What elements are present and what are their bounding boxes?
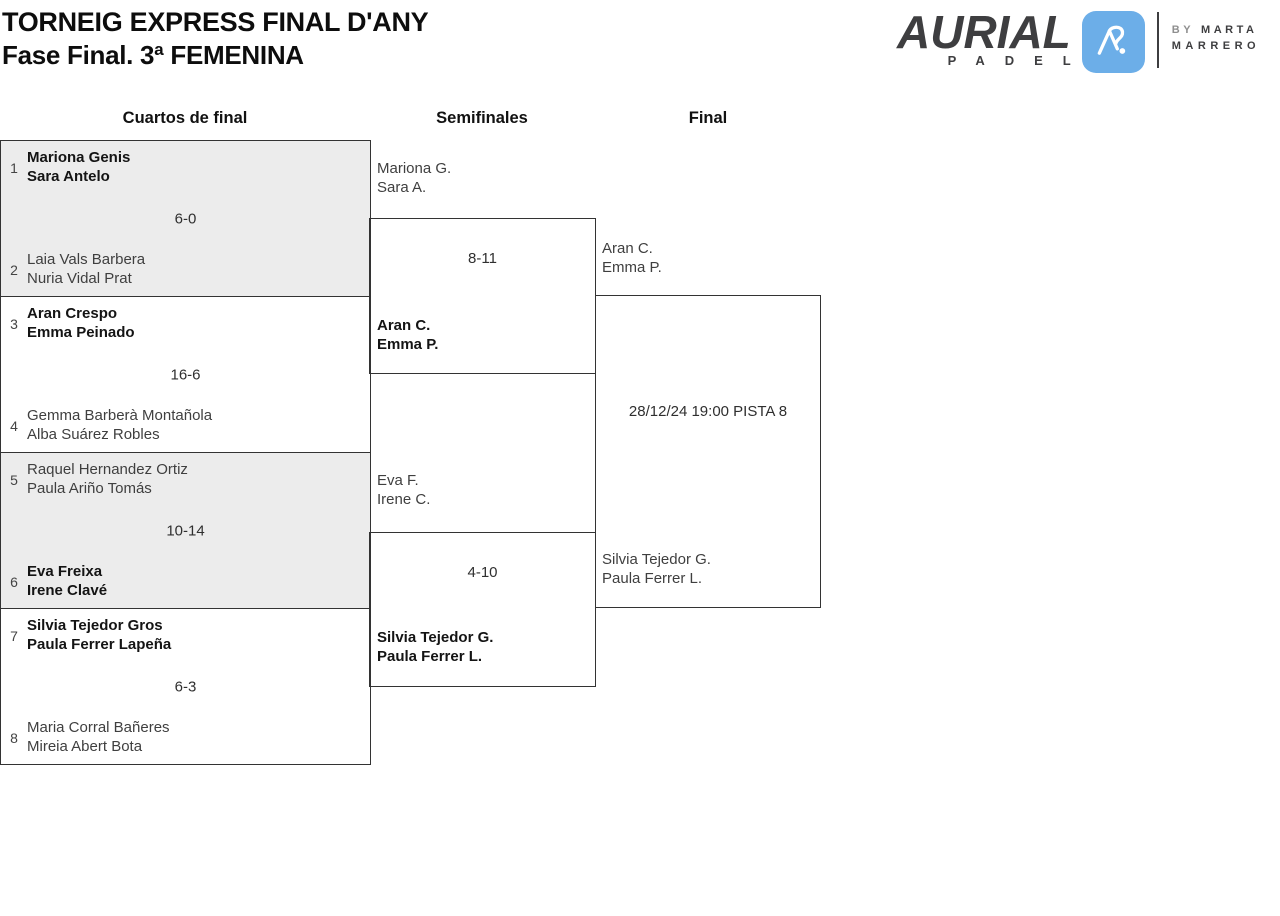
player-name: Paula Ferrer L. (602, 569, 703, 587)
player-name: Eva F. (377, 472, 419, 489)
match-score: 4-10 (467, 564, 498, 581)
match-score: 10-14 (166, 522, 205, 539)
player-name: Paula Ariño Tomás (27, 479, 152, 497)
final-team-bottom: Silvia Tejedor G. Paula Ferrer L. (602, 551, 711, 588)
player-name: Paula Ferrer L. (377, 647, 483, 665)
player-name: Paula Ferrer Lapeña (27, 635, 172, 653)
player-name: Raquel Hernandez Ortiz (27, 461, 188, 478)
semifinal2-team-bottom: Silvia Tejedor G. Paula Ferrer L. (377, 629, 493, 666)
player-name: Sara Antelo (27, 167, 110, 185)
by-name-last: MARRERO (1171, 40, 1261, 52)
by-label: BY (1171, 24, 1195, 36)
player-name: Aran Crespo (27, 305, 118, 322)
column-header-final: Final (688, 109, 728, 127)
player-name: Aran C. (602, 240, 653, 257)
aurial-logo: AURIAL PADEL BY MARTA MARRERO (897, 6, 1260, 73)
seed-number: 5 (10, 471, 18, 488)
match-score: 16-6 (170, 366, 201, 383)
player-name: Laia Vals Barbera (27, 251, 146, 268)
logo-wordmark: AURIAL PADEL (897, 6, 1071, 68)
page-subtitle: Fase Final. 3ª FEMENINA (2, 40, 304, 70)
final-team-top: Aran C. Emma P. (602, 240, 662, 277)
player-name: Irene Clavé (27, 581, 108, 599)
by-line-first: BY MARTA (1172, 22, 1260, 38)
player-name: Mariona G. (377, 160, 452, 177)
player-name: Mariona Genis (27, 149, 131, 166)
column-header-quarterfinals: Cuartos de final (122, 109, 248, 127)
player-name: Maria Corral Bañeres (27, 719, 170, 736)
logo-byline: BY MARTA MARRERO (1172, 22, 1260, 54)
by-name-first: MARTA (1201, 24, 1258, 36)
player-name: Alba Suárez Robles (27, 425, 160, 443)
player-name: Emma Peinado (27, 323, 135, 341)
player-name: Silvia Tejedor G. (602, 551, 711, 568)
logo-divider (1156, 12, 1159, 68)
player-name: Emma P. (377, 335, 439, 353)
seed-number: 2 (10, 261, 18, 278)
player-name: Gemma Barberà Montañola (27, 407, 213, 424)
player-name: Eva Freixa (27, 563, 103, 580)
player-name: Mireia Abert Bota (27, 737, 143, 755)
match-score: 6-3 (174, 678, 197, 695)
player-name: Irene C. (377, 490, 431, 508)
final-schedule: 28/12/24 19:00 PISTA 8 (628, 403, 788, 420)
final-match: 28/12/24 19:00 PISTA 8 (595, 295, 821, 608)
seed-number: 1 (10, 159, 18, 176)
player-name: Sara A. (377, 178, 427, 196)
logo-brand-text: AURIAL (897, 6, 1071, 58)
player-name: Nuria Vidal Prat (27, 269, 132, 287)
semifinal-match-2: 4-10 (369, 532, 596, 687)
seed-number: 4 (10, 417, 18, 434)
match-score: 6-0 (174, 210, 197, 227)
aurial-monogram-icon (1081, 11, 1145, 73)
column-header-semifinals: Semifinales (436, 109, 528, 127)
player-name: Silvia Tejedor Gros (27, 617, 163, 634)
page-title: TORNEIG EXPRESS FINAL D'ANY (2, 7, 429, 37)
semifinal2-team-top: Eva F. Irene C. (377, 472, 430, 509)
match-score: 8-11 (468, 250, 497, 267)
logo-padel-text: PADEL (947, 53, 1091, 68)
player-name: Silvia Tejedor G. (377, 629, 494, 646)
seed-number: 3 (10, 315, 18, 332)
player-name: Emma P. (602, 258, 662, 276)
player-name: Aran C. (377, 317, 431, 334)
seed-number: 8 (10, 729, 18, 746)
semifinal1-team-top: Mariona G. Sara A. (377, 160, 451, 197)
seed-number: 7 (10, 627, 18, 644)
seed-number: 6 (10, 573, 18, 590)
semifinal1-team-bottom: Aran C. Emma P. (377, 317, 438, 354)
